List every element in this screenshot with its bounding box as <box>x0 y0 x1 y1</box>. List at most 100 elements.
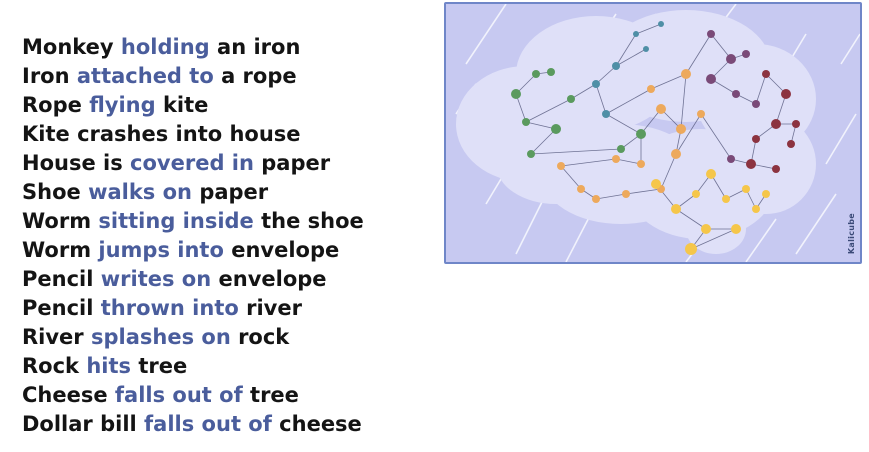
story-line: Cheese falls out of tree <box>22 381 364 410</box>
story-line: Pencil thrown into river <box>22 294 364 323</box>
story-line: Kite crashes into house <box>22 120 364 149</box>
rain-streak <box>840 33 860 65</box>
network-node <box>636 129 646 139</box>
network-edge <box>560 165 582 190</box>
network-node <box>742 185 750 193</box>
network-edge <box>605 88 652 115</box>
network-node <box>731 224 741 234</box>
story-verb: covered in <box>130 151 254 175</box>
network-edge <box>595 193 627 200</box>
network-edge <box>680 73 687 130</box>
network-edge <box>615 33 637 67</box>
story-subject: Iron <box>22 64 70 88</box>
network-node <box>557 162 565 170</box>
network-node <box>732 90 740 98</box>
story-object: the shoe <box>261 209 364 233</box>
story-subject: Shoe <box>22 180 81 204</box>
network-node <box>752 205 760 213</box>
story-subject: Rope <box>22 93 82 117</box>
network-node <box>592 195 600 203</box>
network-edge <box>700 113 732 160</box>
story-verb: falls out of <box>144 412 272 436</box>
story-object: kite <box>162 93 209 117</box>
story-line: House is covered in paper <box>22 149 364 178</box>
story-object: an iron <box>217 35 301 59</box>
story-line: Worm sitting inside the shoe <box>22 207 364 236</box>
story-verb: holding <box>120 35 210 59</box>
story-verb: sitting inside <box>98 209 254 233</box>
network-node <box>577 185 585 193</box>
story-line: Rope flying kite <box>22 91 364 120</box>
network-edge <box>525 98 572 123</box>
network-edge <box>650 73 687 90</box>
story-line: Monkey holding an iron <box>22 33 364 62</box>
network-edge <box>755 73 767 105</box>
network-node <box>567 95 575 103</box>
story-subject: River <box>22 325 84 349</box>
network-node <box>685 243 697 255</box>
network-node <box>647 85 655 93</box>
brain-network-illustration <box>455 4 860 262</box>
network-edge <box>675 208 707 230</box>
network-edge <box>775 93 787 125</box>
story-object: tree <box>138 354 188 378</box>
network-node <box>701 224 711 234</box>
network-node <box>771 119 781 129</box>
story-subject: Worm <box>22 209 92 233</box>
network-node <box>612 155 620 163</box>
story-verb: jumps into <box>98 238 224 262</box>
story-line: Shoe walks on paper <box>22 178 364 207</box>
story-object: tree <box>250 383 299 407</box>
network-edge <box>615 158 642 165</box>
story-verb: writes on <box>100 267 212 291</box>
network-edge <box>560 158 617 167</box>
story-object: rock <box>238 325 290 349</box>
story-subject: Dollar bill <box>22 412 137 436</box>
network-node <box>656 104 666 114</box>
story-subject: Rock <box>22 354 80 378</box>
story-object: paper <box>199 180 269 204</box>
network-node <box>772 165 780 173</box>
story-object: a rope <box>221 64 297 88</box>
network-node <box>612 62 620 70</box>
story-object: envelope <box>218 267 327 291</box>
network-node <box>527 150 535 158</box>
story-verb: attached to <box>76 64 214 88</box>
story-object: cheese <box>279 412 362 436</box>
story-verb: walks on <box>88 180 192 204</box>
story-verb: falls out of <box>114 383 243 407</box>
story-line: Pencil writes on envelope <box>22 265 364 294</box>
network-edge <box>605 113 642 135</box>
network-edge <box>660 153 677 190</box>
network-node <box>706 169 716 179</box>
network-node <box>522 118 530 126</box>
network-node <box>742 50 750 58</box>
story-subject: Monkey <box>22 35 114 59</box>
network-node <box>511 89 521 99</box>
story-object: river <box>246 296 302 320</box>
story-line: Rock hits tree <box>22 352 364 381</box>
network-node <box>551 124 561 134</box>
story-verb: flying <box>89 93 156 117</box>
story-subject: Pencil <box>22 296 94 320</box>
network-edge <box>685 33 712 75</box>
network-edge <box>615 48 647 67</box>
network-node <box>547 68 555 76</box>
story-verb: hits <box>86 354 132 378</box>
rain-streak <box>825 113 857 165</box>
story-line: Worm jumps into envelope <box>22 236 364 265</box>
network-edge <box>710 33 732 60</box>
rain-streak <box>485 178 502 205</box>
network-node <box>637 160 645 168</box>
network-edge <box>640 108 662 135</box>
network-node <box>651 179 661 189</box>
network-node <box>692 190 700 198</box>
rain-streak <box>745 218 777 262</box>
network-node <box>671 204 681 214</box>
kalicube-logo: Kalicube <box>847 212 856 254</box>
network-node <box>752 135 760 143</box>
network-node <box>643 46 649 52</box>
story-subject: Pencil <box>22 267 94 291</box>
network-node <box>752 100 760 108</box>
network-edge <box>675 113 702 155</box>
